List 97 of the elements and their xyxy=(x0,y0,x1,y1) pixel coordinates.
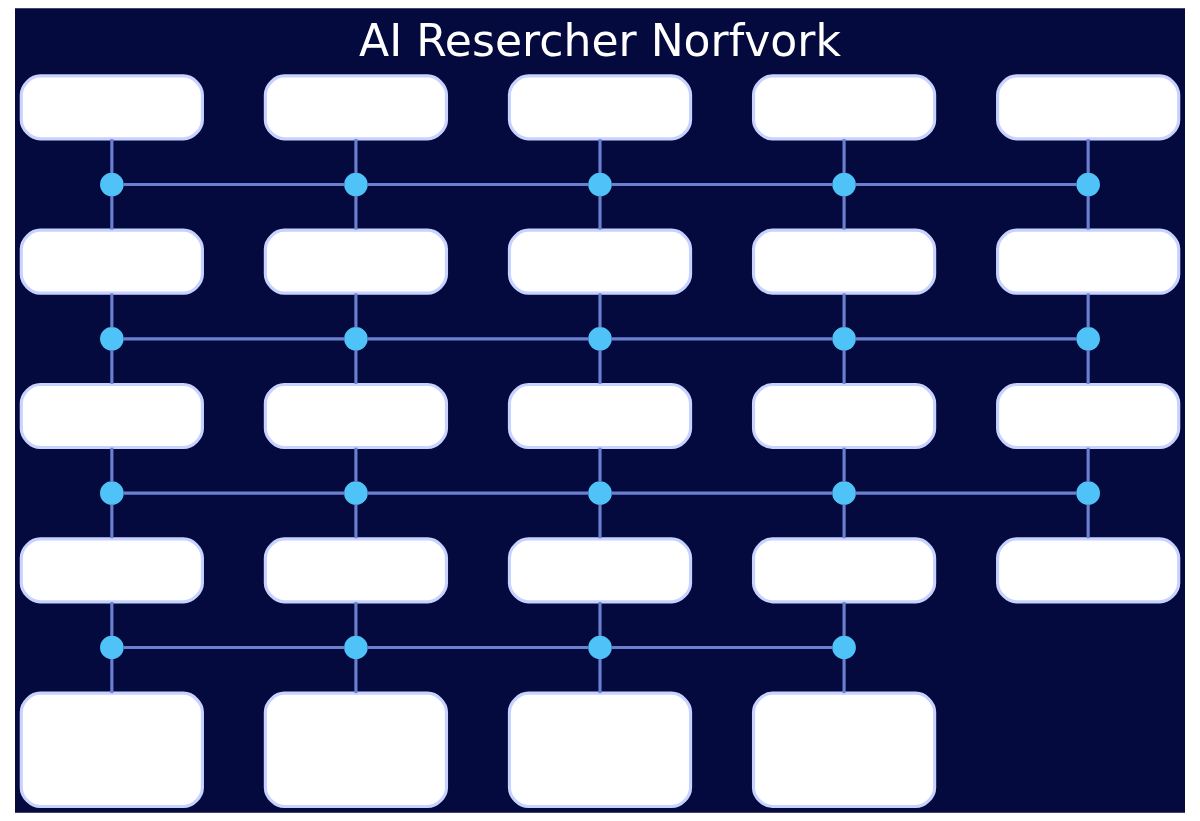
connector xyxy=(855,182,1077,187)
node-pill xyxy=(19,74,204,141)
node-pill xyxy=(507,228,693,295)
connector xyxy=(367,491,589,495)
diagram-title: AI Resercher Norfvork xyxy=(359,15,841,67)
node-box xyxy=(507,691,693,809)
node-circle xyxy=(100,172,124,197)
connector xyxy=(855,337,1077,341)
connector xyxy=(354,139,358,174)
connector xyxy=(354,195,358,230)
connector xyxy=(598,195,602,230)
connector xyxy=(842,658,846,694)
node-circle xyxy=(1076,481,1100,505)
connector xyxy=(1086,447,1090,482)
connector xyxy=(1086,195,1090,230)
connector xyxy=(1086,139,1090,174)
node-box xyxy=(751,691,937,809)
connector xyxy=(123,182,345,187)
connector xyxy=(367,337,589,341)
connector xyxy=(611,491,833,495)
connector xyxy=(367,182,589,187)
node-circle xyxy=(832,327,856,351)
connector xyxy=(110,293,114,328)
connector xyxy=(110,139,114,174)
node-pill xyxy=(263,537,449,604)
node-pill xyxy=(263,382,449,450)
connector xyxy=(110,504,114,539)
node-pill xyxy=(19,537,204,604)
node-circle xyxy=(100,635,124,660)
node-pill xyxy=(19,228,204,295)
connector xyxy=(354,602,358,637)
node-pill xyxy=(507,537,693,604)
node-box xyxy=(263,691,449,809)
connector xyxy=(611,182,833,187)
connector xyxy=(1086,504,1090,539)
node-pill xyxy=(996,382,1181,450)
connector xyxy=(842,195,846,230)
connector xyxy=(123,491,345,495)
connector xyxy=(598,504,602,539)
connector xyxy=(110,658,114,694)
connector xyxy=(842,293,846,328)
node-circle xyxy=(344,635,368,660)
node-pill xyxy=(751,74,937,141)
node-circle xyxy=(100,327,124,351)
node-circle xyxy=(588,172,612,197)
connector xyxy=(598,139,602,174)
node-pill xyxy=(996,537,1181,604)
node-pill xyxy=(996,228,1181,295)
connector xyxy=(123,337,345,341)
connector xyxy=(110,447,114,482)
connector xyxy=(1086,293,1090,328)
connector xyxy=(598,350,602,384)
node-circle xyxy=(1076,327,1100,351)
node-pill xyxy=(751,382,937,450)
node-circle xyxy=(1076,172,1100,197)
connector xyxy=(354,658,358,694)
node-circle xyxy=(344,481,368,505)
node-pill xyxy=(507,382,693,450)
node-circle xyxy=(588,327,612,351)
connector xyxy=(842,139,846,174)
connector xyxy=(1086,350,1090,384)
node-circle xyxy=(588,481,612,505)
node-pill xyxy=(996,74,1181,141)
connector xyxy=(611,337,833,341)
connector xyxy=(598,602,602,637)
node-circle xyxy=(832,635,856,660)
connector xyxy=(354,504,358,539)
node-circle xyxy=(832,481,856,505)
connector xyxy=(598,293,602,328)
connector xyxy=(110,195,114,230)
node-circle xyxy=(100,481,124,505)
node-circle xyxy=(344,172,368,197)
connector xyxy=(354,293,358,328)
node-pill xyxy=(507,74,693,141)
node-pill xyxy=(263,74,449,141)
connector xyxy=(842,504,846,539)
connector xyxy=(123,645,345,650)
node-circle xyxy=(344,327,368,351)
connector xyxy=(842,350,846,384)
connector xyxy=(110,602,114,637)
connector xyxy=(354,350,358,384)
node-pill xyxy=(263,228,449,295)
node-circle xyxy=(588,635,612,660)
node-box xyxy=(19,691,204,809)
connector xyxy=(842,602,846,637)
connector xyxy=(855,491,1077,495)
connector xyxy=(598,658,602,694)
connector xyxy=(110,350,114,384)
connector xyxy=(598,447,602,482)
connector xyxy=(367,645,589,650)
node-pill xyxy=(751,537,937,604)
node-pill xyxy=(751,228,937,295)
connector xyxy=(611,645,833,650)
node-pill xyxy=(19,382,204,450)
node-circle xyxy=(832,172,856,197)
connector xyxy=(354,447,358,482)
connector xyxy=(842,447,846,482)
